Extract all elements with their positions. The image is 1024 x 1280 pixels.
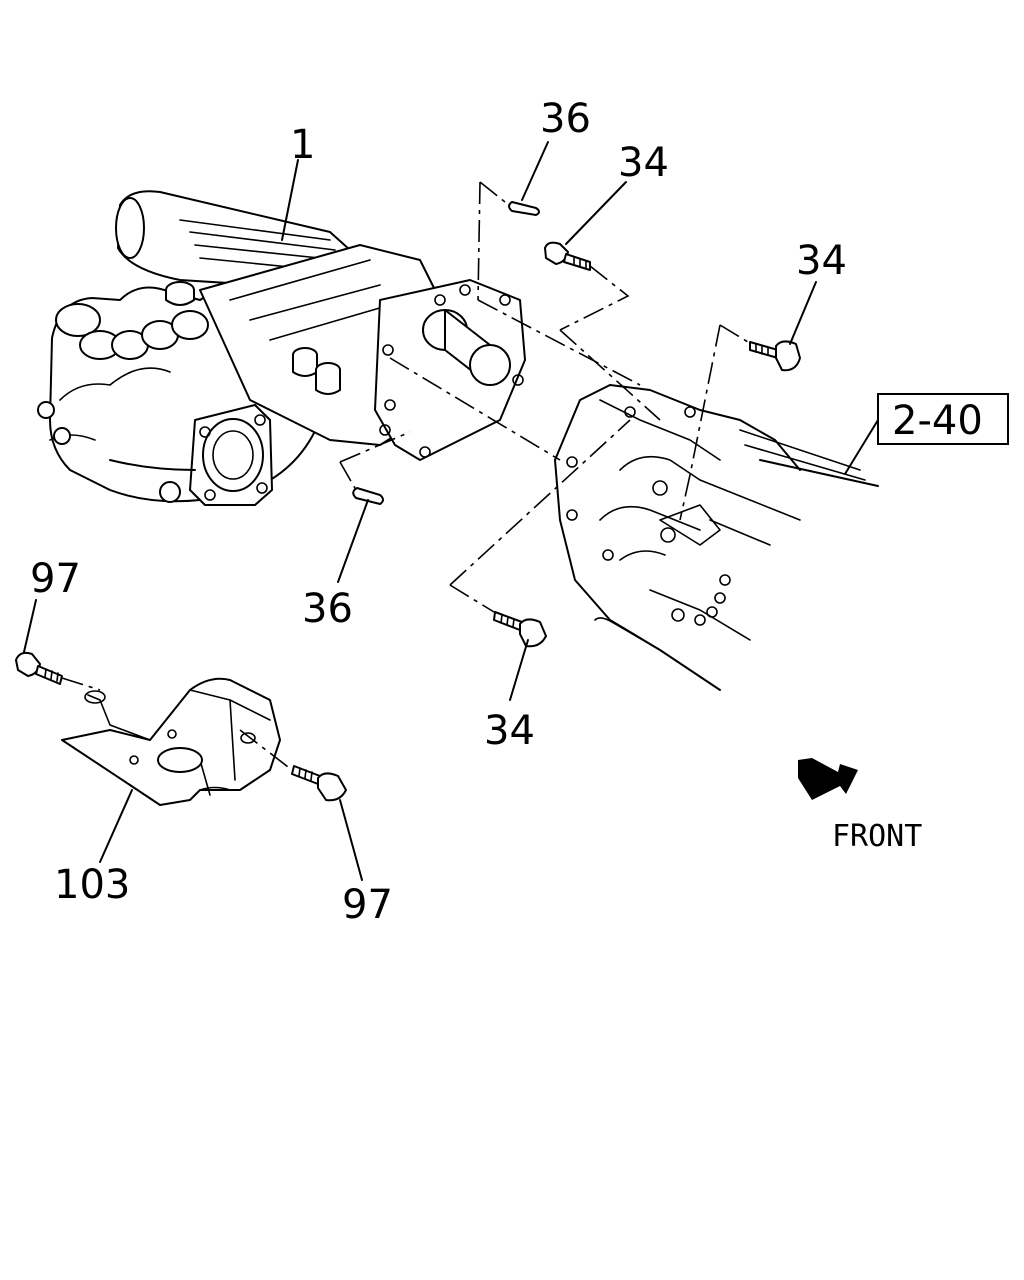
callout-97-right: 97: [342, 882, 393, 928]
callout-34-right: 34: [796, 238, 847, 284]
bolt-34-top: [544, 241, 591, 271]
leader-lines: [23, 141, 817, 881]
transmission-case: [554, 384, 879, 691]
callout-34-bottom: 34: [484, 708, 535, 754]
transfer-case: [37, 190, 526, 506]
bolt-97-right: [291, 765, 347, 802]
bolt-97-left: [15, 651, 63, 685]
reference-label: 2-40: [892, 398, 983, 444]
reference-box: 2-40: [877, 393, 1009, 445]
bracket-103: [61, 677, 281, 806]
callout-34-top: 34: [618, 140, 669, 186]
alignment-lines: [61, 181, 749, 771]
dowel-pin-top: [508, 201, 540, 216]
callout-1: 1: [290, 122, 315, 168]
callout-36-top: 36: [540, 96, 591, 142]
front-label: FRONT: [832, 819, 922, 854]
dowel-pin-bottom: [352, 487, 384, 505]
bolt-34-right: [749, 340, 801, 372]
callout-103: 103: [54, 862, 130, 908]
front-arrow-icon: [798, 758, 858, 800]
bolt-34-bottom: [493, 611, 547, 648]
callout-36-bottom: 36: [302, 586, 353, 632]
callout-97-left: 97: [30, 556, 81, 602]
